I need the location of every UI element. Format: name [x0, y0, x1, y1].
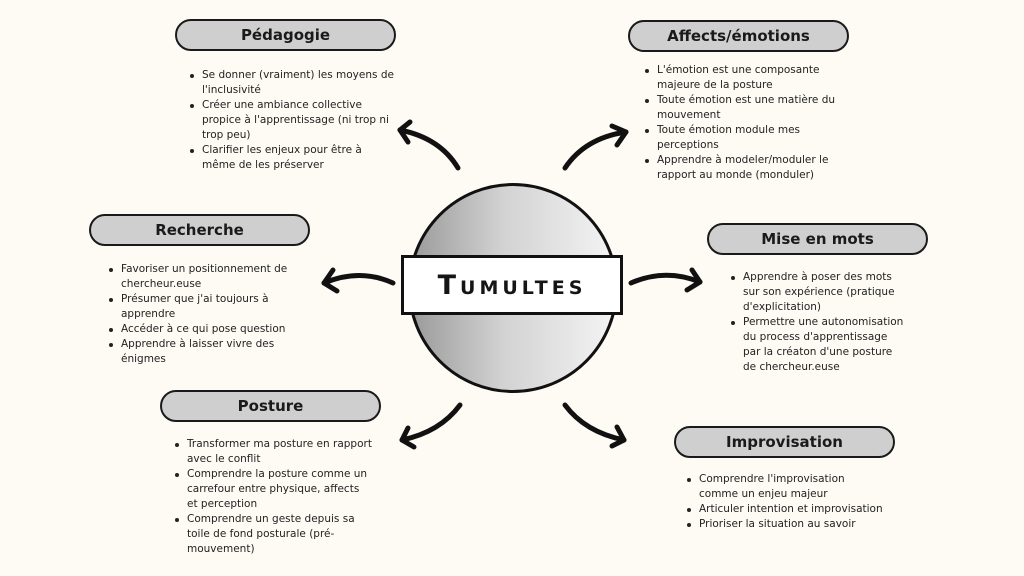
list-item: Comprendre la posture comme un carrefour… [173, 467, 373, 512]
node-recherche-title: Recherche [155, 221, 244, 239]
list-item: Apprendre à modeler/moduler le rapport a… [643, 153, 853, 183]
list-item: Permettre une autonomisation du process … [729, 315, 904, 375]
list-item: Accéder à ce qui pose question [107, 322, 317, 337]
arrow-to-improvisation-icon [562, 402, 627, 449]
list-item: Apprendre à laisser vivre des énigmes [107, 337, 317, 367]
arrow-to-affects-icon [562, 123, 629, 171]
node-mise-en-mots-pill: Mise en mots [707, 223, 928, 255]
list-item: Prioriser la situation au savoir [685, 517, 885, 532]
node-recherche-pill: Recherche [89, 214, 310, 246]
node-pedagogie-pill: Pédagogie [175, 19, 396, 51]
node-improvisation-list: Comprendre l'improvisation comme un enje… [685, 472, 885, 532]
central-title: Tumultes [437, 269, 587, 301]
node-recherche-list: Favoriser un positionnement de chercheur… [107, 262, 317, 367]
list-item: Transformer ma posture en rapport avec l… [173, 437, 373, 467]
node-improvisation-pill: Improvisation [674, 426, 895, 458]
node-mise-en-mots-list: Apprendre à poser des mots sur son expér… [729, 270, 904, 375]
list-item: Clarifier les enjeux pour être à même de… [188, 143, 398, 173]
central-title-box: Tumultes [401, 255, 623, 315]
list-item: Apprendre à poser des mots sur son expér… [729, 270, 904, 315]
list-item: L'émotion est une composante majeure de … [643, 63, 853, 93]
arrow-to-pedagogie-icon [397, 119, 461, 171]
list-item: Toute émotion est une matière du mouveme… [643, 93, 853, 123]
node-mise-en-mots-title: Mise en mots [761, 230, 874, 248]
arrow-to-posture-icon [399, 402, 463, 450]
list-item: Présumer que j'ai toujours à apprendre [107, 292, 317, 322]
list-item: Comprendre un geste depuis sa toile de f… [173, 512, 373, 557]
list-item: Se donner (vraiment) les moyens de l'inc… [188, 68, 398, 98]
node-posture-pill: Posture [160, 390, 381, 422]
list-item: Articuler intention et improvisation [685, 502, 885, 517]
node-posture-list: Transformer ma posture en rapport avec l… [173, 437, 373, 557]
list-item: Créer une ambiance collective propice à … [188, 98, 398, 143]
list-item: Favoriser un positionnement de chercheur… [107, 262, 317, 292]
list-item: Toute émotion module mes perceptions [643, 123, 853, 153]
arrow-to-mise-en-mots-icon [628, 267, 703, 293]
node-affects-list: L'émotion est une composante majeure de … [643, 63, 853, 183]
node-posture-title: Posture [237, 397, 304, 415]
node-pedagogie-list: Se donner (vraiment) les moyens de l'inc… [188, 68, 398, 173]
list-item: Comprendre l'improvisation comme un enje… [685, 472, 885, 502]
node-improvisation-title: Improvisation [726, 433, 843, 451]
arrow-to-recherche-icon [321, 267, 396, 294]
node-affects-title: Affects/émotions [667, 27, 810, 45]
node-pedagogie-title: Pédagogie [240, 26, 331, 44]
node-affects-pill: Affects/émotions [628, 20, 849, 52]
